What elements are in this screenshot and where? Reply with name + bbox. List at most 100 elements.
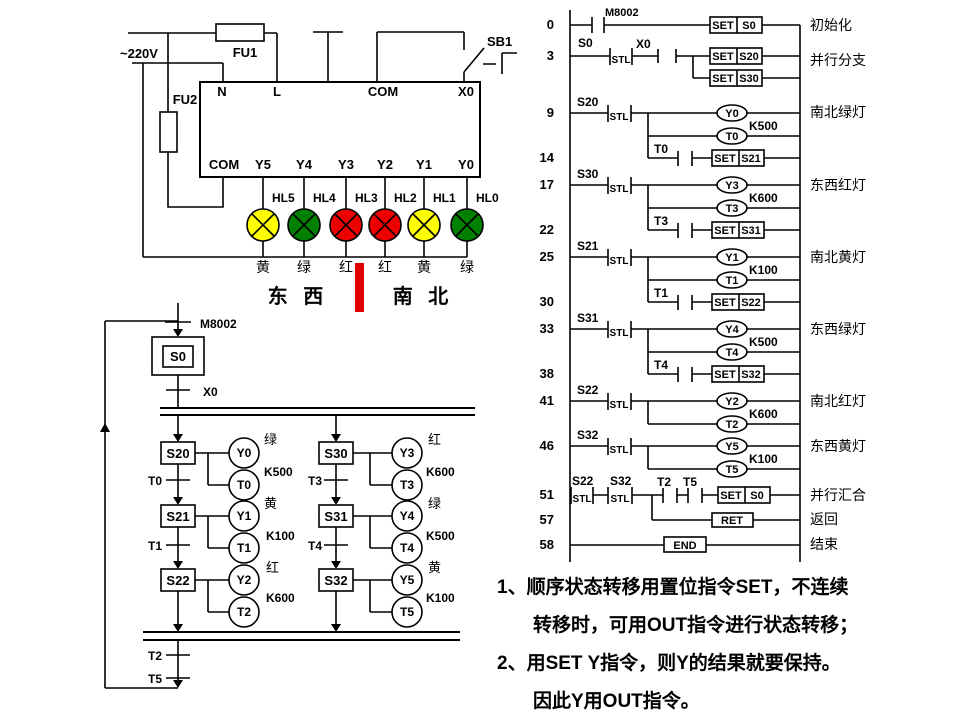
ladder-set-word-r0: SET (712, 20, 734, 32)
ladder-stl-word-r41: STL (610, 400, 629, 411)
ladder-set-target-s22: S22 (741, 297, 761, 309)
ladder-k100-r25: K100 (749, 263, 778, 277)
sfc-timer-t2-label: T2 (237, 605, 251, 619)
ladder-set-target-s30: S30 (739, 73, 759, 85)
ladder-coil-t1 (716, 271, 748, 289)
ladder-set-target-s20: S20 (739, 51, 759, 63)
ladder-k500-r33: K500 (749, 335, 778, 349)
sfc-timer-t5-label: T5 (400, 605, 414, 619)
direction-south-north: 南 北 (393, 285, 454, 308)
note-line-4: 因此Y用OUT指令。 (533, 689, 700, 712)
ladder-set-target-s31: S31 (741, 225, 761, 237)
annotation-parallel-branch: 并行分支 (810, 52, 866, 68)
sfc-timer-t3-circle (391, 469, 423, 501)
sfc-color-red-right: 红 (428, 432, 441, 447)
ladder-stl-word-r25: STL (610, 256, 629, 267)
ladder-stl-word-r51b: STL (611, 494, 630, 505)
note-line-1: 1、顺序状态转移用置位指令SET，不连续 (497, 575, 849, 598)
ladder-coil-y1-label: Y1 (725, 252, 738, 264)
ladder-stl-word-r17: STL (610, 184, 629, 195)
ladder-contact-t0-label: T0 (654, 142, 668, 156)
annotation-ns-yellow: 南北黄灯 (810, 249, 866, 265)
step-number-41: 41 (540, 393, 554, 408)
ladder-coil-t5 (716, 460, 748, 478)
sfc-k600-left: K600 (266, 591, 295, 605)
wiring-diagram: ~220V FU1 FU2 SB1 N L COM X0 COM Y5 Y4 Y… (120, 23, 517, 312)
ladder-set-s30-box (709, 69, 763, 87)
plc-box (199, 81, 481, 178)
sfc-color-yellow-left: 黄 (264, 496, 277, 511)
lamp-id-hl3: HL3 (355, 191, 378, 205)
step-number-57: 57 (540, 512, 554, 527)
ladder-k100-r46: K100 (749, 452, 778, 466)
sfc-timer-t2-circle (228, 596, 260, 628)
ladder-stl-s22-merge-label: S22 (572, 474, 594, 488)
lamp-id-hl4: HL4 (313, 191, 336, 205)
sfc-color-yellow-right: 黄 (428, 560, 441, 575)
ladder-set-s31-box (711, 221, 765, 239)
fu2-label: FU2 (173, 92, 198, 107)
step-number-25: 25 (540, 249, 554, 264)
plc-terminal-y0: Y0 (458, 157, 474, 172)
sfc-output-y2-label: Y2 (237, 573, 252, 587)
step-number-9: 9 (547, 105, 554, 120)
ladder-end-label: END (673, 540, 696, 552)
fuse-fu1-symbol (215, 23, 265, 42)
sb1-pushbutton-symbol (463, 32, 517, 82)
sfc-merge-transition-t5-label: T5 (148, 672, 162, 686)
ladder-set-s0-merge-box (717, 486, 771, 504)
sfc-step-s22-label: S22 (166, 573, 189, 588)
sfc-step-s20-label: S20 (166, 446, 189, 461)
sfc-start-contact-label: M8002 (200, 317, 237, 331)
ladder-coil-t5-label: T5 (726, 464, 739, 476)
lamp-id-hl1: HL1 (433, 191, 456, 205)
step-number-17: 17 (540, 177, 554, 192)
ladder-stl-s0-label: S0 (578, 36, 593, 50)
ladder-set-s21-box (711, 149, 765, 167)
sfc-transition-t3-label: T3 (308, 474, 322, 488)
ladder-stl-s32-label: S32 (577, 428, 599, 442)
step-number-51: 51 (540, 487, 554, 502)
ladder-set-word-r33: SET (714, 369, 736, 381)
annotation-ew-green: 东西绿灯 (810, 321, 866, 337)
ladder-set-word-r25: SET (714, 297, 736, 309)
ladder-coil-y1 (716, 248, 748, 266)
ladder-coil-t3-label: T3 (726, 203, 739, 215)
ladder-set-word-r9: SET (714, 153, 736, 165)
ladder-end-box (663, 536, 707, 553)
sfc-color-green-right: 绿 (428, 496, 441, 511)
annotation-end: 结束 (810, 536, 838, 552)
ladder-coil-y2 (716, 392, 748, 410)
sfc-initial-step-label: S0 (170, 349, 186, 364)
sfc-parallel-branch-lines (160, 407, 475, 416)
ladder-coil-t0 (716, 127, 748, 145)
ladder-rungs-and-contacts (570, 17, 800, 546)
lamp-color-hl0: 绿 (460, 259, 474, 275)
fu1-label: FU1 (233, 45, 258, 60)
annotation-return: 返回 (810, 511, 838, 527)
sfc-output-y1-label: Y1 (237, 509, 252, 523)
ladder-set-s20-box (709, 47, 763, 65)
ladder-coil-t0-label: T0 (726, 131, 739, 143)
sfc-timer-t4-label: T4 (400, 541, 414, 555)
sfc-timer-t1-label: T1 (237, 541, 251, 555)
ladder-k500-r9: K500 (749, 119, 778, 133)
ladder-coil-t2-label: T2 (726, 419, 739, 431)
plc-terminal-y3: Y3 (338, 157, 354, 172)
annotation-ew-yellow: 东西黄灯 (810, 438, 866, 454)
ladder-stl-s30-label: S30 (577, 167, 599, 181)
lamp-cross-marks (251, 213, 479, 237)
ladder-set-s0-box (709, 16, 763, 34)
sfc-timer-t0-label: T0 (237, 478, 251, 492)
ladder-coil-t4 (716, 343, 748, 361)
direction-divider-bar (355, 263, 364, 312)
ladder-stl-word-r46: STL (610, 445, 629, 456)
lamp-id-hl5: HL5 (272, 191, 295, 205)
sfc-merge-transition-t2-label: T2 (148, 649, 162, 663)
sfc-output-y5-circle (391, 564, 423, 596)
ladder-coil-t3 (716, 199, 748, 217)
step-number-14: 14 (540, 150, 555, 165)
plc-terminal-y5: Y5 (255, 157, 271, 172)
lamp-id-hl2: HL2 (394, 191, 417, 205)
